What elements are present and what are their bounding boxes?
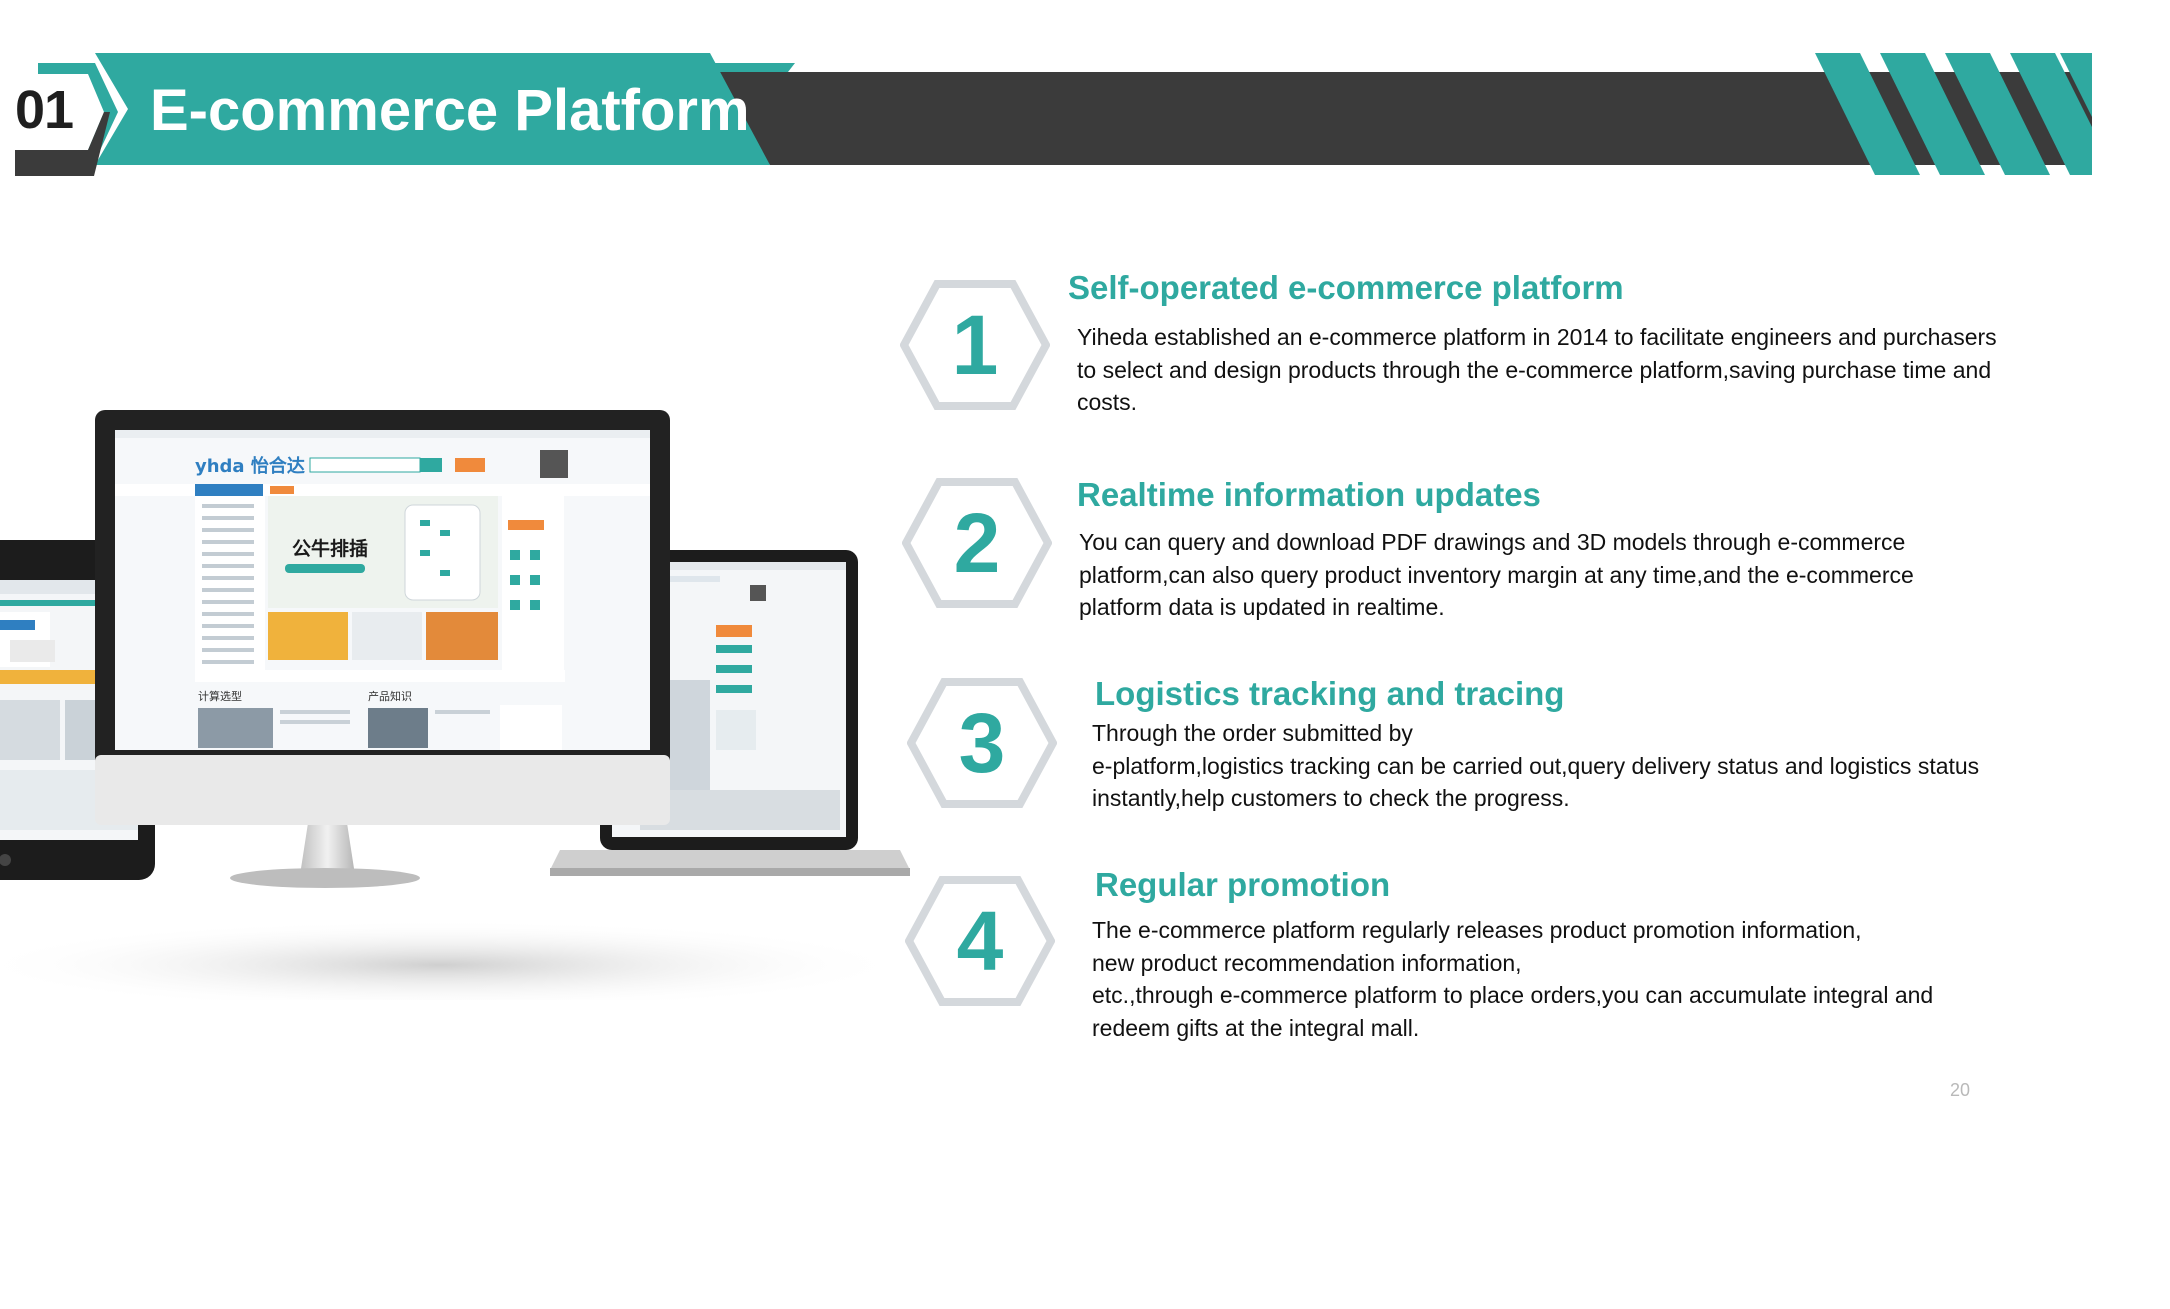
feature-3-title: Logistics tracking and tracing (1095, 675, 1565, 712)
header-banner (15, 53, 2092, 176)
title-block (95, 53, 770, 165)
feature-4-description: The e-commerce platform regularly releas… (1092, 917, 1934, 1041)
chevron-frame-bottom (15, 112, 110, 176)
section-number: 01 (14, 80, 74, 140)
feature-1-number: 1 (951, 298, 999, 392)
page-title: E-commerce Platform (150, 78, 750, 143)
feature-3-number: 3 (958, 696, 1006, 790)
feature-2-title: Realtime information updates (1077, 476, 1541, 513)
hexagon-1-icon (900, 280, 1050, 410)
feature-2-number: 2 (953, 496, 1001, 590)
page-number: 20 (1950, 1080, 1971, 1100)
devices-illustration: yhda 怡合达 公牛排插 (0, 410, 910, 1000)
feature-1-title: Self-operated e-commerce platform (1068, 269, 1624, 306)
floor-shadow (0, 920, 910, 1000)
hexagon-3-icon (907, 678, 1057, 808)
feature-2-description: You can query and download PDF drawings … (1079, 529, 1914, 620)
feature-3-description: Through the order submitted by e-platfor… (1092, 720, 1980, 811)
screen-section-two: 产品知识 (368, 689, 412, 703)
stripe-decoration (1815, 53, 2092, 175)
screen-section-one: 计算选型 (198, 689, 242, 703)
feature-4-title: Regular promotion (1095, 866, 1391, 903)
site-logo: yhda 怡合达 (195, 455, 305, 477)
hexagon-4-icon (905, 876, 1055, 1006)
feature-1-description: Yiheda established an e-commerce platfor… (1077, 324, 1997, 415)
hexagon-2-icon (902, 478, 1052, 608)
monitor: yhda 怡合达 公牛排插 (95, 410, 670, 888)
feature-4-number: 4 (956, 894, 1004, 988)
header-dark-bar (700, 72, 2092, 165)
banner-text: 公牛排插 (292, 537, 368, 560)
